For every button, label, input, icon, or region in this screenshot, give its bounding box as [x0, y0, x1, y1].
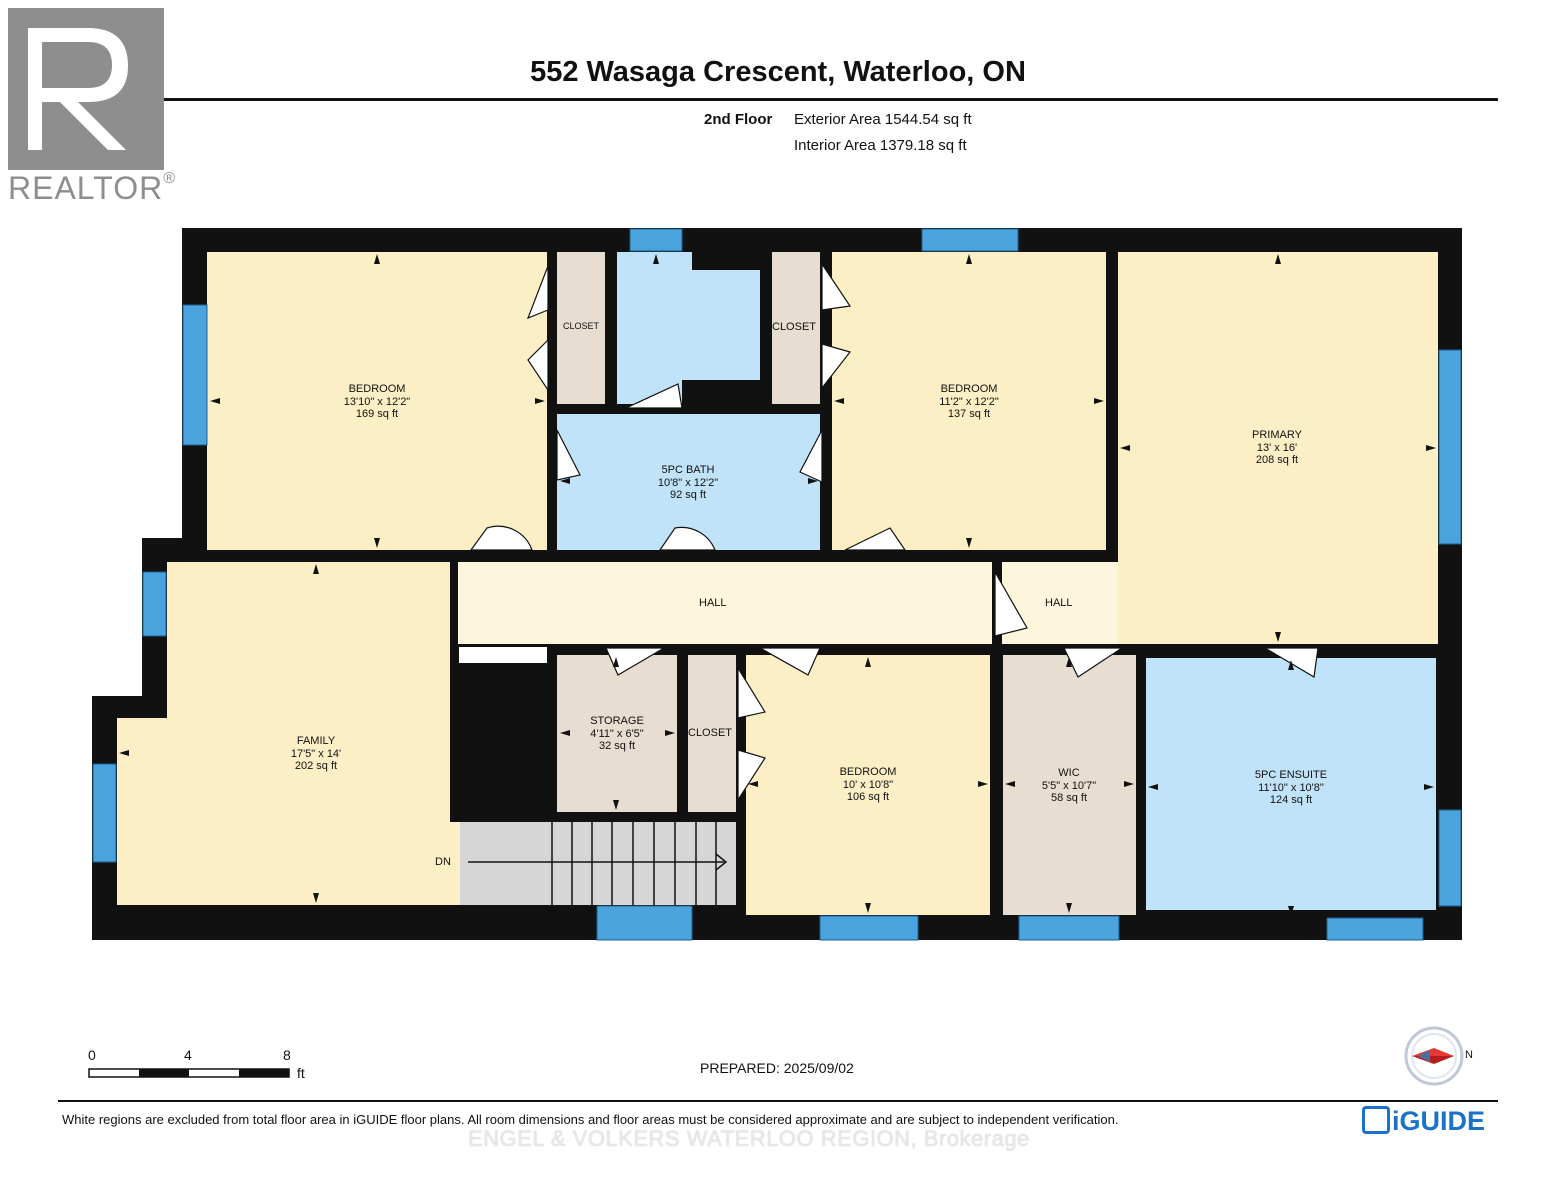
room-bedroom-2 [832, 252, 1106, 550]
closet-label-2: CLOSET [772, 321, 817, 333]
room-name: PRIMARY [1252, 429, 1302, 441]
room-label-ensuite: 5PC ENSUITE 11'10" x 10'8" 124 sq ft [1211, 769, 1371, 807]
room-area: 169 sq ft [355, 408, 399, 420]
room-label-storage: STORAGE 4'11" x 6'5" 32 sq ft [537, 715, 697, 753]
iguide-wordmark: iGUIDE [1392, 1106, 1486, 1136]
dimension-arrows [119, 254, 1436, 916]
bath-alcove [617, 252, 760, 404]
room-dimensions: 13' x 16' [1256, 441, 1298, 454]
prepared-date: PREPARED: 2025/09/02 [700, 1060, 854, 1076]
room-area: 124 sq ft [1269, 794, 1313, 806]
realtor-logo: REALTOR® [8, 8, 183, 213]
room-name: 5PC BATH [661, 464, 715, 476]
doors [469, 262, 1319, 803]
room-primary [1118, 252, 1438, 644]
room-label-bath: 5PC BATH 10'8" x 12'2" 92 sq ft [608, 464, 768, 502]
room-name: BEDROOM [940, 383, 998, 395]
room-area: 137 sq ft [947, 408, 991, 420]
room-label-family: FAMILY 17'5" x 14' 202 sq ft [236, 735, 396, 773]
room-area: 202 sq ft [294, 760, 338, 772]
room-label-primary: PRIMARY 13' x 16' 208 sq ft [1197, 429, 1357, 467]
room-dimensions: 10' x 10'8" [842, 778, 894, 791]
hall-label-2: HALL [1045, 597, 1073, 609]
stairs-down-label: DN [435, 856, 451, 868]
room-label-bedroom-1: BEDROOM 13'10" x 12'2" 169 sq ft [297, 383, 457, 421]
title-divider [58, 98, 1498, 101]
iguide-logo: iGUIDE [1362, 1106, 1485, 1137]
room-dimensions: 5'5" x 10'7" [1041, 779, 1097, 792]
room-hall-2 [1002, 562, 1118, 644]
registered-mark: ® [163, 170, 176, 187]
closet-label-1: CLOSET [563, 321, 600, 331]
closet-2 [772, 252, 820, 404]
interior-area: Interior Area 1379.18 sq ft [794, 137, 967, 154]
scale-unit: ft [297, 1065, 305, 1081]
room-dimensions: 17'5" x 14' [290, 747, 342, 760]
room-storage [557, 655, 677, 812]
compass-north-label: N [1465, 1049, 1473, 1061]
room-area: 208 sq ft [1255, 454, 1299, 466]
floor-label: 2nd Floor [704, 111, 773, 128]
room-name: 5PC ENSUITE [1254, 769, 1328, 781]
stairs [460, 822, 736, 905]
room-name: WIC [1058, 767, 1080, 779]
room-family [117, 562, 460, 905]
room-bedroom-3 [746, 655, 990, 915]
hall-label-1: HALL [699, 597, 727, 609]
footer-divider [58, 1100, 1498, 1102]
scale-tick-8: 8 [283, 1047, 291, 1063]
room-area: 106 sq ft [846, 791, 890, 803]
closet-1 [557, 252, 605, 404]
room-name: FAMILY [296, 735, 336, 747]
iguide-mark-icon [1362, 1106, 1390, 1134]
page-title: 552 Wasaga Crescent, Waterloo, ON [530, 56, 1026, 88]
brokerage-watermark: ENGEL & VOLKERS WATERLOO REGION, Brokera… [468, 1126, 1030, 1151]
scale-bar [88, 1068, 290, 1078]
room-name: BEDROOM [839, 766, 897, 778]
windows [92, 228, 1462, 941]
room-dimensions: 10'8" x 12'2" [657, 476, 719, 489]
realtor-wordmark: REALTOR [8, 170, 164, 206]
room-wic [1003, 655, 1136, 915]
room-name: STORAGE [590, 715, 644, 727]
room-bedroom-1 [207, 252, 547, 550]
room-label-bedroom-2: BEDROOM 11'2" x 12'2" 137 sq ft [889, 383, 1049, 421]
room-dimensions: 11'10" x 10'8" [1258, 781, 1324, 794]
room-area: 58 sq ft [1050, 792, 1088, 804]
room-area: 32 sq ft [598, 740, 636, 752]
room-dimensions: 4'11" x 6'5" [590, 727, 644, 740]
closet-3 [688, 655, 736, 812]
room-ensuite [1146, 658, 1436, 910]
room-area: 92 sq ft [669, 489, 707, 501]
compass-icon [1404, 1026, 1464, 1086]
room-name: BEDROOM [348, 383, 406, 395]
room-label-bedroom-3: BEDROOM 10' x 10'8" 106 sq ft [788, 766, 948, 804]
room-label-wic: WIC 5'5" x 10'7" 58 sq ft [989, 767, 1149, 805]
room-hall-1 [458, 562, 992, 644]
stair-treads [468, 822, 728, 905]
scale-tick-4: 4 [184, 1047, 192, 1063]
disclaimer: White regions are excluded from total fl… [62, 1112, 1119, 1127]
room-bath [557, 414, 820, 550]
room-dimensions: 13'10" x 12'2" [343, 395, 411, 408]
exterior-area: Exterior Area 1544.54 sq ft [794, 111, 972, 128]
closet-label-3: CLOSET [688, 727, 733, 739]
scale-tick-0: 0 [88, 1047, 96, 1063]
room-dimensions: 11'2" x 12'2" [939, 395, 999, 408]
